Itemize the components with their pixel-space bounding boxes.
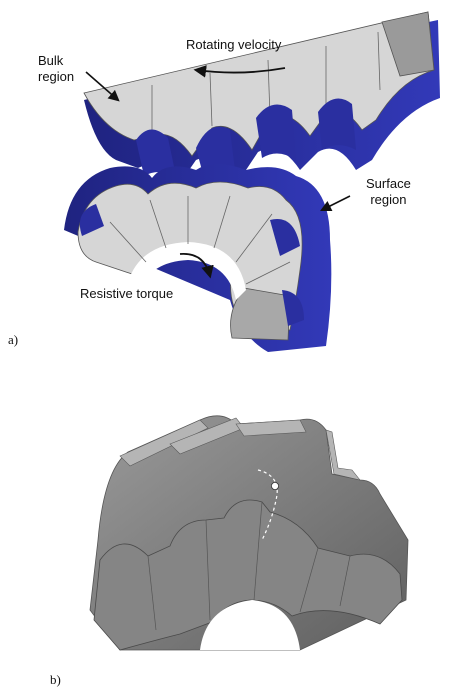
surface-region-label-line2: region	[366, 192, 411, 208]
panel-a-label: a)	[8, 332, 18, 348]
bulk-region-label-line2: region	[38, 69, 74, 85]
panel-b-diagram	[90, 416, 408, 650]
bulk-region-label-line1: Bulk	[38, 53, 74, 69]
surface-region-pointer	[322, 196, 350, 210]
resistive-torque-label: Resistive torque	[80, 286, 173, 302]
surface-region-label-line1: Surface	[366, 176, 411, 192]
bulk-region-label: Bulk region	[38, 53, 74, 85]
rotating-velocity-label: Rotating velocity	[186, 37, 281, 53]
probe-point	[271, 482, 278, 489]
surface-region-label: Surface region	[366, 176, 411, 208]
panel-b-label: b)	[50, 672, 61, 688]
